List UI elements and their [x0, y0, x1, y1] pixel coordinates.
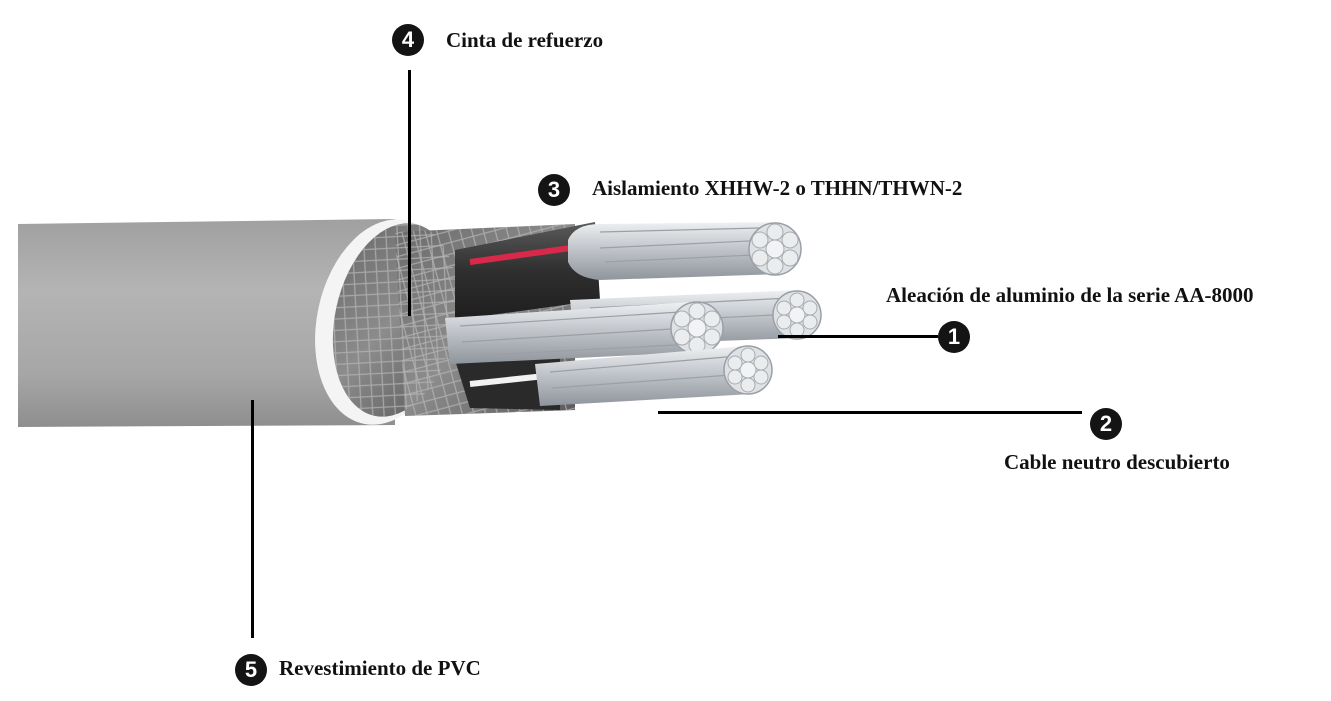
leader-line-1 — [778, 335, 938, 338]
bare-neutral-conductor — [535, 345, 773, 406]
leader-line-2 — [658, 411, 1082, 414]
callout-2-label: Cable neutro descubierto — [1004, 450, 1230, 474]
callout-3-badge: 3 — [538, 174, 570, 206]
middle-conductor — [445, 301, 724, 364]
callout-2-badge: 2 — [1090, 408, 1122, 440]
callout-1-label: Aleación de aluminio de la serie AA-8000 — [886, 283, 1254, 307]
callout-5-label: Revestimiento de PVC — [279, 656, 481, 680]
insulation-core — [455, 222, 600, 410]
leader-line-5 — [251, 400, 254, 638]
callout-3-label: Aislamiento XHHW-2 o THHN/THWN-2 — [592, 176, 963, 200]
callout-1-badge: 1 — [938, 321, 970, 353]
top-conductor — [568, 222, 802, 280]
leader-line-4 — [408, 70, 411, 316]
callout-4-badge: 4 — [392, 24, 424, 56]
callout-4-label: Cinta de refuerzo — [446, 28, 604, 52]
callout-5-badge: 5 — [235, 654, 267, 686]
